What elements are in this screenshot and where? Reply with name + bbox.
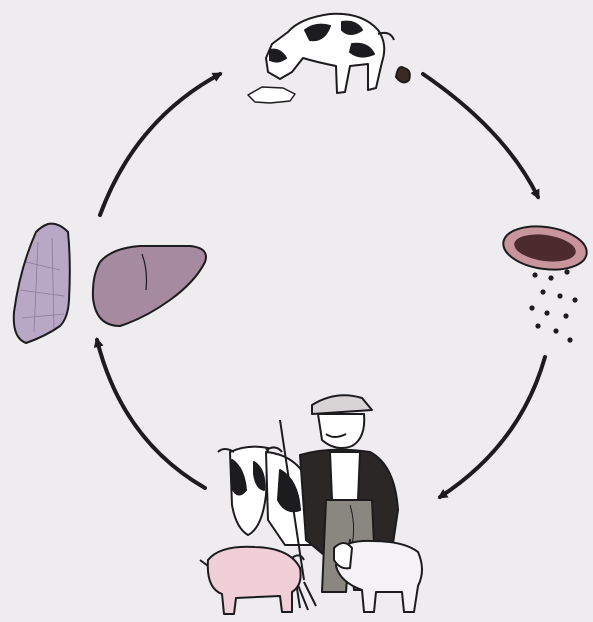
farmer-shirt (330, 452, 360, 500)
organs-icon (14, 224, 206, 343)
arrow-hosts-to-organs (97, 340, 205, 488)
arrow-egg-to-hosts (440, 357, 545, 497)
arrow-dog-to-egg (423, 74, 538, 197)
arrow-organs-to-dog (100, 74, 220, 215)
dog-icon (248, 14, 410, 103)
farmer-head (318, 414, 364, 448)
farmer-and-animals-icon (200, 395, 422, 614)
vomit-puddle (248, 87, 295, 103)
liver (93, 246, 206, 326)
pig (208, 547, 301, 614)
egg-dots (529, 269, 577, 342)
farmer-cap (312, 395, 372, 414)
feces (396, 67, 410, 82)
parasite-egg-icon (500, 221, 589, 342)
lung (14, 224, 70, 343)
